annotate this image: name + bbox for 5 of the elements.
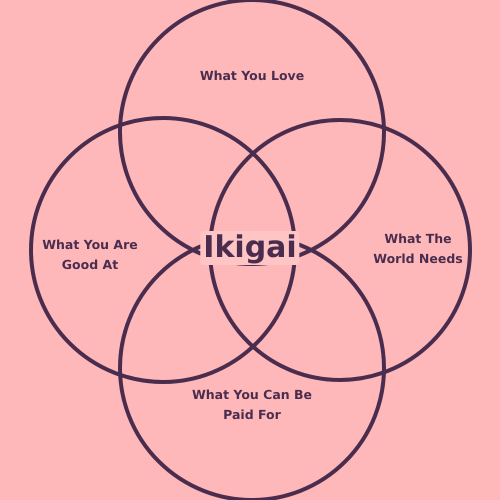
center-title: Ikigai <box>200 231 300 265</box>
circle-label: What You Love <box>198 67 306 85</box>
circle-label: What You Are Good At <box>41 236 139 274</box>
circle-label: What The World Needs <box>372 230 464 268</box>
circle-label: What You Can Be Paid For <box>190 386 314 424</box>
